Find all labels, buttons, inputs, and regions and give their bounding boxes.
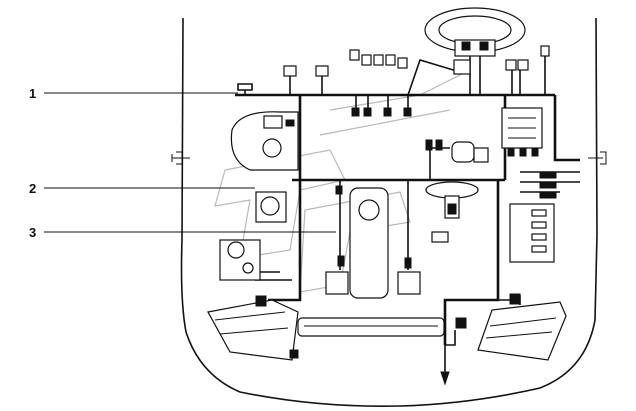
callout-1: 1: [29, 86, 36, 101]
callout-3: 3: [29, 225, 36, 240]
front-lamps: [207, 293, 567, 386]
connector-row: [283, 45, 550, 117]
callout-leaders: [44, 92, 336, 233]
center-components: [325, 139, 489, 299]
steering-wheel: [424, 7, 526, 96]
callout-labels: 1 2 3: [29, 86, 36, 240]
vehicle-body-outline: [171, 17, 607, 408]
right-components: [501, 107, 580, 263]
callout-2: 2: [29, 181, 36, 196]
left-components: [219, 111, 299, 281]
main-harness: [235, 55, 580, 380]
